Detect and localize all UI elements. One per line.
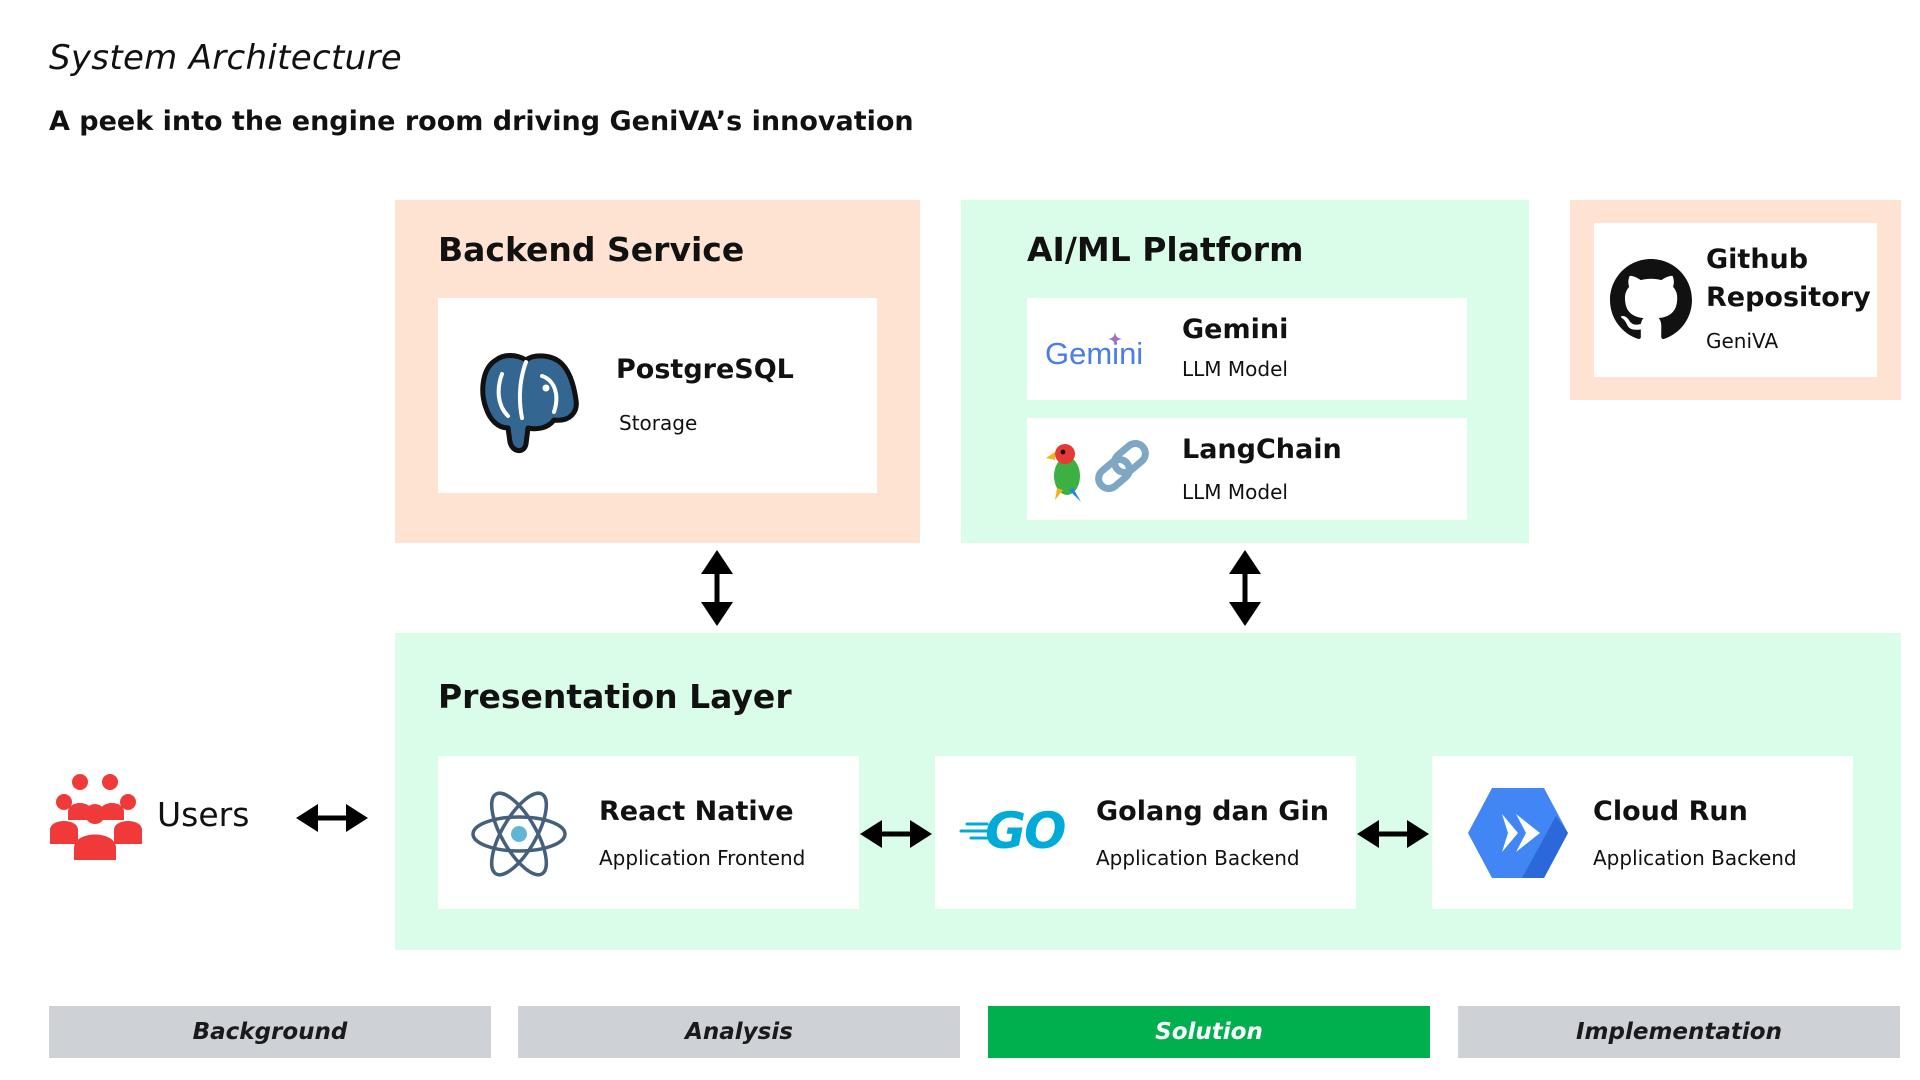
github-panel: Github Repository GeniVA: [1570, 200, 1901, 400]
gemini-name: Gemini: [1182, 314, 1289, 345]
gemini-desc: LLM Model: [1182, 357, 1288, 381]
react-golang-arrow: [860, 820, 932, 848]
users-presentation-arrow: [296, 804, 368, 832]
react-native-desc: Application Frontend: [599, 846, 806, 870]
langchain-name: LangChain: [1182, 434, 1342, 465]
aiml-platform-title: AI/ML Platform: [1027, 230, 1304, 269]
postgresql-name: PostgreSQL: [616, 354, 794, 385]
cloud-run-icon: [1468, 788, 1568, 878]
golang-gin-desc: Application Backend: [1096, 846, 1300, 870]
backend-presentation-arrow: [701, 550, 733, 626]
tab-analysis[interactable]: Analysis: [518, 1006, 960, 1058]
presentation-layer-title: Presentation Layer: [438, 677, 792, 716]
gemini-logo: Gemini: [1045, 336, 1144, 371]
cloud-run-name: Cloud Run: [1593, 796, 1748, 827]
react-native-card: React Native Application Frontend: [438, 756, 859, 909]
backend-service-panel: Backend Service PostgreSQL Storage: [395, 200, 920, 543]
langchain-parrot-chain-icon: [1046, 440, 1149, 502]
go-speed-lines: [959, 822, 989, 840]
backend-service-title: Backend Service: [438, 230, 745, 269]
github-card: Github Repository GeniVA: [1594, 223, 1877, 377]
react-native-name: React Native: [599, 796, 794, 827]
react-icon: [471, 791, 567, 877]
tab-solution[interactable]: Solution: [988, 1006, 1430, 1058]
cloud-run-desc: Application Backend: [1593, 846, 1797, 870]
cloud-run-card: Cloud Run Application Backend: [1432, 756, 1853, 909]
golang-cloudrun-arrow: [1357, 820, 1429, 848]
langchain-desc: LLM Model: [1182, 480, 1288, 504]
tab-implementation[interactable]: Implementation: [1458, 1006, 1900, 1058]
postgresql-elephant-icon: [480, 353, 579, 453]
langchain-card: LangChain LLM Model: [1027, 418, 1467, 520]
tab-background[interactable]: Background: [49, 1006, 491, 1058]
github-icon: [1610, 259, 1692, 339]
github-desc: GeniVA: [1706, 329, 1779, 353]
aiml-platform-panel: AI/ML Platform Gemini Gemini LLM Model L…: [961, 200, 1529, 543]
gemini-sparkle-icon: [1108, 332, 1122, 346]
users-label: Users: [157, 795, 250, 834]
github-name: Github Repository: [1706, 244, 1871, 313]
presentation-layer-panel: Presentation Layer React Native Applicat…: [395, 633, 1901, 950]
aiml-presentation-arrow: [1229, 550, 1261, 626]
golang-gin-card: GO Golang dan Gin Application Backend: [935, 756, 1356, 909]
gemini-card: Gemini Gemini LLM Model: [1027, 298, 1467, 400]
postgresql-card: PostgreSQL Storage: [438, 298, 877, 493]
golang-gin-name: Golang dan Gin: [1096, 796, 1329, 827]
page-title: System Architecture: [49, 38, 402, 78]
go-logo: GO: [985, 802, 1067, 860]
users-group-icon: [50, 774, 142, 860]
postgresql-desc: Storage: [619, 411, 698, 435]
page-subtitle: A peek into the engine room driving Geni…: [49, 106, 914, 137]
